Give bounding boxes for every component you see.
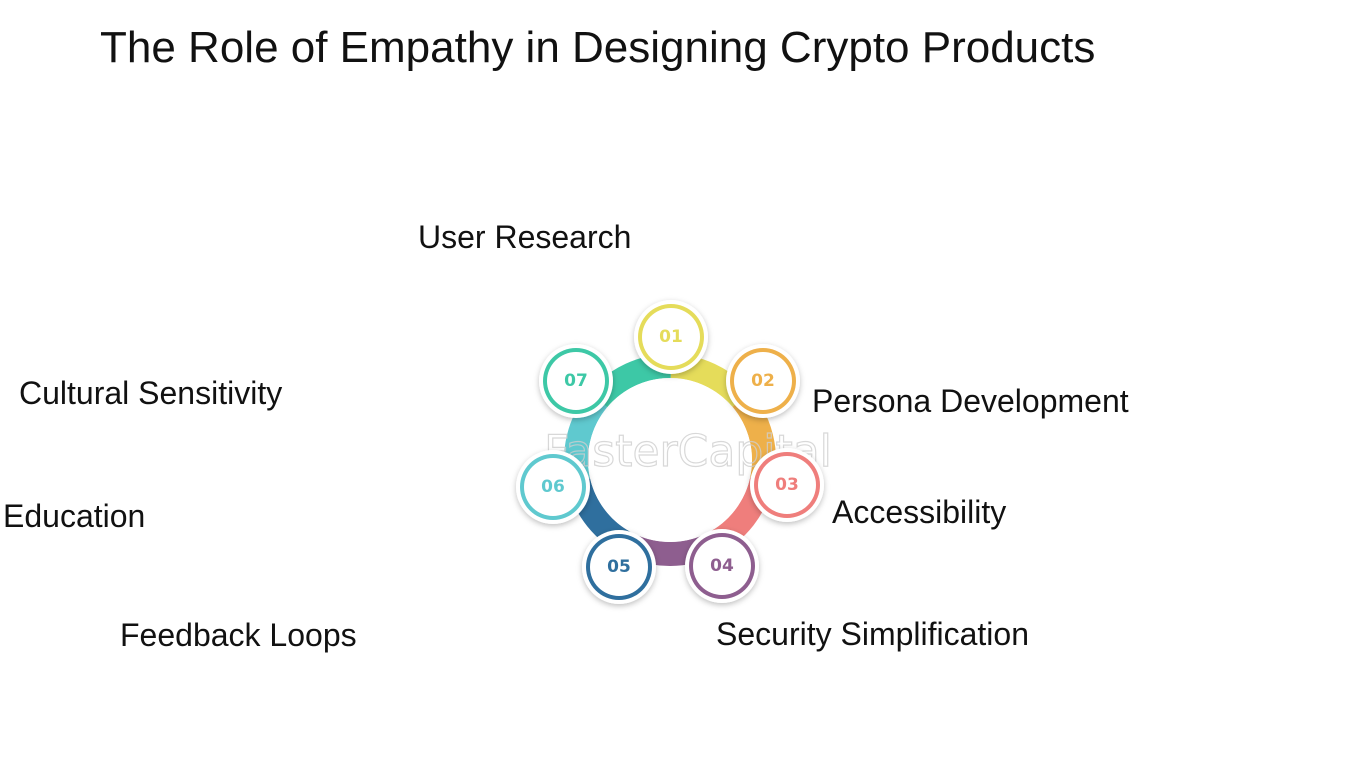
step-node-core	[642, 308, 700, 366]
step-label-persona-development: Persona Development	[812, 383, 1129, 419]
step-node-01: 01	[634, 300, 708, 374]
step-number: 03	[775, 475, 799, 495]
step-node-05: 05	[582, 530, 656, 604]
step-node-core	[590, 538, 648, 596]
step-label-security-simplification: Security Simplification	[716, 616, 1029, 652]
step-node-core	[734, 352, 792, 410]
step-node-02: 02	[726, 344, 800, 418]
step-number: 05	[607, 557, 631, 577]
step-label-education: Education	[3, 498, 146, 534]
page-title: The Role of Empathy in Designing Crypto …	[100, 23, 1096, 72]
step-node-core	[524, 458, 582, 516]
step-number: 02	[751, 371, 775, 391]
step-node-07: 07	[539, 344, 613, 418]
step-number: 04	[710, 556, 734, 576]
step-label-cultural-sensitivity: Cultural Sensitivity	[19, 375, 283, 411]
step-number: 01	[659, 327, 683, 347]
step-label-feedback-loops: Feedback Loops	[120, 617, 357, 653]
step-label-user-research: User Research	[418, 219, 632, 255]
step-node-core	[693, 537, 751, 595]
step-node-04: 04	[685, 529, 759, 603]
step-node-core	[547, 352, 605, 410]
step-label-accessibility: Accessibility	[832, 494, 1007, 530]
step-node-06: 06	[516, 450, 590, 524]
cycle-nodes: 01 02 03 04 05 06 07	[516, 300, 824, 604]
step-number: 06	[541, 477, 565, 497]
ring-center	[588, 378, 752, 542]
step-number: 07	[564, 371, 588, 391]
step-node-03: 03	[750, 448, 824, 522]
step-node-core	[758, 456, 816, 514]
